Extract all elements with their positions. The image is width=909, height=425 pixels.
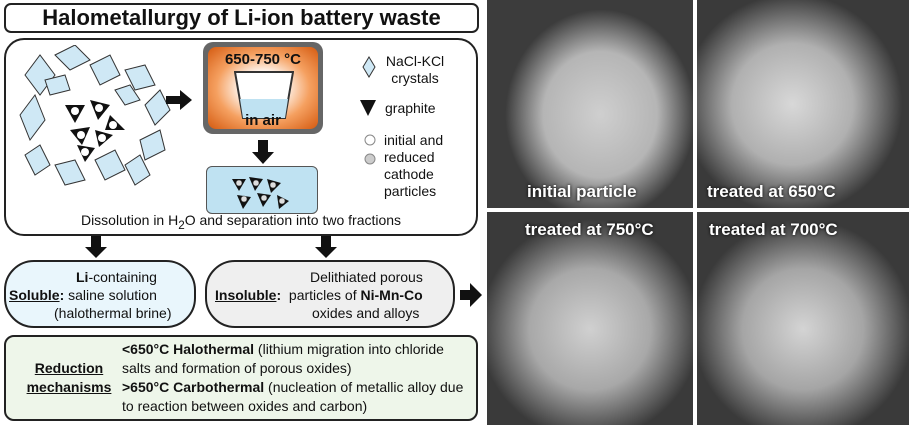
furnace-temperature: 650-750 °C [224, 51, 302, 68]
arrow-down-icon [85, 236, 107, 258]
image-label: treated at 700°C [709, 220, 838, 239]
insoluble-label: Insoluble [215, 287, 277, 303]
crystal-legend-icon [362, 56, 376, 78]
insoluble-line1: Delithiated porous [310, 269, 423, 285]
caption-text: Dissolution in H [80, 212, 179, 228]
soluble-line1: -containing [88, 269, 157, 285]
mechanisms-label: mechanisms [26, 379, 112, 395]
carbothermal-title: >650°C Carbothermal [122, 379, 265, 395]
dissolution-caption: Dissolution in H2O and separation into t… [0, 212, 482, 232]
soluble-fraction: Li-containing Soluble: saline solution (… [4, 260, 196, 328]
reduction-label: Reduction [34, 360, 104, 376]
soluble-label: Soluble [9, 287, 60, 303]
particle-legend-icon [364, 134, 376, 165]
halothermal-desc: (lithium migration into chloride salts a… [122, 341, 444, 376]
caption-subscript: 2 [178, 218, 185, 232]
arrow-down-icon [315, 236, 337, 258]
arrow-down-icon [252, 140, 274, 164]
carbothermal-desc: (nucleation of metallic alloy due to rea… [122, 379, 464, 414]
graphite-legend-icon [360, 100, 376, 116]
particles-icon [232, 177, 289, 209]
reduction-mechanisms-box: Reduction mechanisms <650°C Halothermal (… [4, 335, 478, 421]
sem-image-700: treated at 700°C [697, 212, 909, 425]
sem-image-750: treated at 750°C [487, 212, 693, 425]
soluble-line3: (halothermal brine) [54, 305, 172, 321]
insoluble-fraction: Delithiated porous Insoluble: particles … [205, 260, 455, 328]
legend-crystals: NaCl-KCl crystals [385, 53, 445, 86]
salt-graphite-mixture-icon [19, 45, 171, 186]
image-label: treated at 650°C [707, 182, 836, 201]
arrow-right-icon [166, 90, 192, 110]
sem-image-650: treated at 650°C [697, 0, 909, 208]
arrow-right-icon [460, 283, 482, 307]
legend-graphite: graphite [385, 100, 436, 116]
halothermal-title: <650°C Halothermal [122, 341, 255, 357]
crucible-icon [234, 71, 294, 119]
furnace-atmosphere: in air [245, 112, 281, 129]
caption-text-end: O and separation into two fractions [184, 212, 402, 228]
legend-particles: initial and reduced cathode particles [384, 132, 444, 199]
li-text: Li [76, 269, 89, 285]
dissolution-dish [206, 166, 318, 214]
diagram-title: Halometallurgy of Li-ion battery waste [4, 3, 479, 33]
image-label: treated at 750°C [525, 220, 654, 239]
sem-image-initial: initial particle [487, 0, 693, 208]
insoluble-line2: particles of [288, 287, 361, 303]
process-panel [4, 38, 478, 236]
soluble-line2: saline solution [68, 287, 157, 303]
furnace: 650-750 °C in air [203, 42, 323, 134]
metals-text: Ni-Mn-Co [360, 287, 423, 303]
insoluble-line3: oxides and alloys [312, 305, 420, 321]
image-label: initial particle [527, 182, 637, 201]
